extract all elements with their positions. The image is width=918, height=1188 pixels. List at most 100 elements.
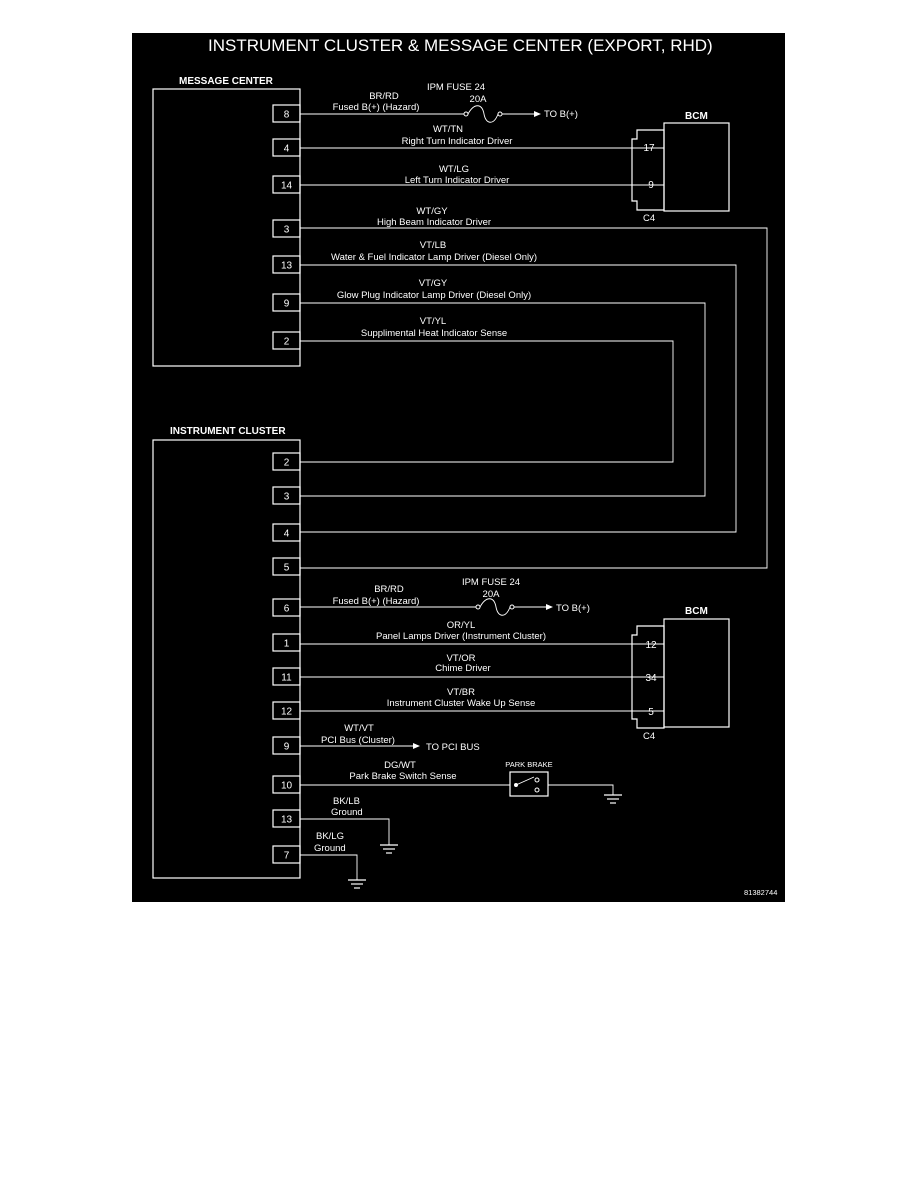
wire-ic6-fused-bplus: BR/RD Fused B(+) (Hazard) xyxy=(300,584,553,616)
mc-pin-box xyxy=(272,219,301,238)
ground-symbol xyxy=(380,844,398,854)
wire-color: DG/WT xyxy=(384,760,416,771)
bcm-top-module xyxy=(663,122,730,212)
bcm-pin-label: 12 xyxy=(645,640,657,651)
ic-pin-box xyxy=(272,667,301,686)
wire-desc: Park Brake Switch Sense xyxy=(349,771,456,782)
park-brake-switch xyxy=(509,771,614,797)
wire-desc: Instrument Cluster Wake Up Sense xyxy=(387,698,536,709)
mc-pin-label: 8 xyxy=(284,110,290,121)
instrument-cluster-pins: 2 3 4 5 6 1 11 12 9 10 13 7 xyxy=(272,452,301,864)
bcm-top-label: BCM xyxy=(685,111,708,122)
wire-color: OR/YL xyxy=(447,620,476,631)
ic-pin-label: 3 xyxy=(284,492,290,503)
ic-pin-label: 2 xyxy=(284,458,290,469)
wire-desc: Fused B(+) (Hazard) xyxy=(333,596,420,607)
wire-desc: PCI Bus (Cluster) xyxy=(321,735,395,746)
ic-pin-label: 10 xyxy=(281,781,293,792)
fuse-bottom-dest: TO B(+) xyxy=(556,603,590,614)
bcm-bottom-module xyxy=(663,618,730,728)
wiring-diagram: INSTRUMENT CLUSTER & MESSAGE CENTER (EXP… xyxy=(132,33,785,902)
ic-pin-box xyxy=(272,523,301,542)
wire-color: BR/RD xyxy=(374,584,404,595)
mc-pin-box xyxy=(272,104,301,123)
wire-color: WT/VT xyxy=(344,723,374,734)
wire-desc: Panel Lamps Driver (Instrument Cluster) xyxy=(376,631,546,642)
ic-pin-box xyxy=(272,598,301,617)
mc-pin-box xyxy=(272,255,301,274)
fuse-top-name: IPM FUSE 24 xyxy=(427,82,485,93)
ic-pin-box xyxy=(272,633,301,652)
message-center-module xyxy=(152,88,301,367)
ic-pin-box xyxy=(272,701,301,720)
wire-ic1-panel-lamps: OR/YL Panel Lamps Driver (Instrument Clu… xyxy=(300,620,637,645)
wire-desc: Supplimental Heat Indicator Sense xyxy=(361,328,507,339)
wire-ic7-ground: BK/LG Ground xyxy=(300,831,358,880)
bcm-top-connector: 17 9 xyxy=(631,129,665,211)
fuse-bottom-rating: 20A xyxy=(483,589,501,600)
ic-pin-box xyxy=(272,845,301,864)
ic-pin-box xyxy=(272,809,301,828)
park-brake-label: PARK BRAKE xyxy=(505,760,552,769)
ic-pin-label: 6 xyxy=(284,604,290,615)
pci-bus-dest: TO PCI BUS xyxy=(426,742,480,753)
wire-mc14-left-turn: WT/LG Left Turn Indicator Driver xyxy=(300,164,637,186)
ground-symbol xyxy=(348,879,366,889)
mc-pin-box xyxy=(272,138,301,157)
message-center-label: MESSAGE CENTER xyxy=(179,76,274,87)
diagram-title: INSTRUMENT CLUSTER & MESSAGE CENTER (EXP… xyxy=(208,36,713,55)
wire-desc: Glow Plug Indicator Lamp Driver (Diesel … xyxy=(337,290,531,301)
wire-ic9-pci-bus: WT/VT PCI Bus (Cluster) TO PCI BUS xyxy=(300,723,480,753)
wire-ic13-ground: BK/LB Ground xyxy=(300,796,390,845)
mc-pin-label: 9 xyxy=(284,299,290,310)
mc-pin-label: 13 xyxy=(281,261,293,272)
bcm-bottom-label: BCM xyxy=(685,606,708,617)
mc-pin-box xyxy=(272,293,301,312)
wiring-diagram-svg: INSTRUMENT CLUSTER & MESSAGE CENTER (EXP… xyxy=(152,36,777,897)
ic-pin-label: 13 xyxy=(281,815,293,826)
bcm-pin-label: 9 xyxy=(648,180,654,191)
wire-desc: Left Turn Indicator Driver xyxy=(405,175,510,186)
wire-color: WT/TN xyxy=(433,124,463,135)
wire-desc: High Beam Indicator Driver xyxy=(377,217,491,228)
ic-pin-label: 7 xyxy=(284,851,290,862)
wire-supplemental-heat: VT/YL Supplimental Heat Indicator Sense xyxy=(300,316,674,463)
mc-pin-label: 4 xyxy=(284,144,290,155)
ic-pin-label: 4 xyxy=(284,529,290,540)
wire-desc: Fused B(+) (Hazard) xyxy=(333,102,420,113)
wire-desc: Right Turn Indicator Driver xyxy=(402,136,513,147)
wire-ic10-park-brake: DG/WT Park Brake Switch Sense xyxy=(300,760,510,786)
wire-color: BR/RD xyxy=(369,91,399,102)
ic-pin-box xyxy=(272,557,301,576)
bcm-pin-label: 34 xyxy=(645,673,657,684)
ic-pin-box xyxy=(272,486,301,505)
wire-desc: Ground xyxy=(331,807,363,818)
wire-color: VT/BR xyxy=(447,687,475,698)
ic-pin-label: 11 xyxy=(281,673,292,684)
ic-pin-box xyxy=(272,452,301,471)
wire-desc: Water & Fuel Indicator Lamp Driver (Dies… xyxy=(331,252,537,263)
ic-pin-label: 1 xyxy=(284,639,290,650)
bcm-top-connector-id: C4 xyxy=(643,213,655,224)
ic-pin-label: 12 xyxy=(281,707,293,718)
ic-pin-label: 5 xyxy=(284,563,290,574)
instrument-cluster-label: INSTRUMENT CLUSTER xyxy=(170,426,286,437)
instrument-cluster-module xyxy=(152,439,301,879)
wire-color: BK/LB xyxy=(333,796,360,807)
fuse-top-rating: 20A xyxy=(470,94,488,105)
wire-color: VT/OR xyxy=(446,653,475,664)
wire-mc8-fused-bplus: BR/RD Fused B(+) (Hazard) xyxy=(300,91,541,123)
bcm-bottom-connector-id: C4 xyxy=(643,731,655,742)
ic-pin-label: 9 xyxy=(284,742,290,753)
wire-desc: Chime Driver xyxy=(435,663,490,674)
wire-glow-plug: VT/GY Glow Plug Indicator Lamp Driver (D… xyxy=(300,278,706,497)
wire-color: VT/YL xyxy=(420,316,446,327)
wire-color: VT/LB xyxy=(420,240,446,251)
wire-color: WT/GY xyxy=(416,206,448,217)
wire-high-beam: WT/GY High Beam Indicator Driver xyxy=(300,206,768,569)
mc-pin-label: 3 xyxy=(284,225,290,236)
mc-pin-box xyxy=(272,331,301,350)
mc-pin-box xyxy=(272,175,301,194)
wire-color: BK/LG xyxy=(316,831,344,842)
wire-ic12-wake-up: VT/BR Instrument Cluster Wake Up Sense xyxy=(300,687,637,712)
